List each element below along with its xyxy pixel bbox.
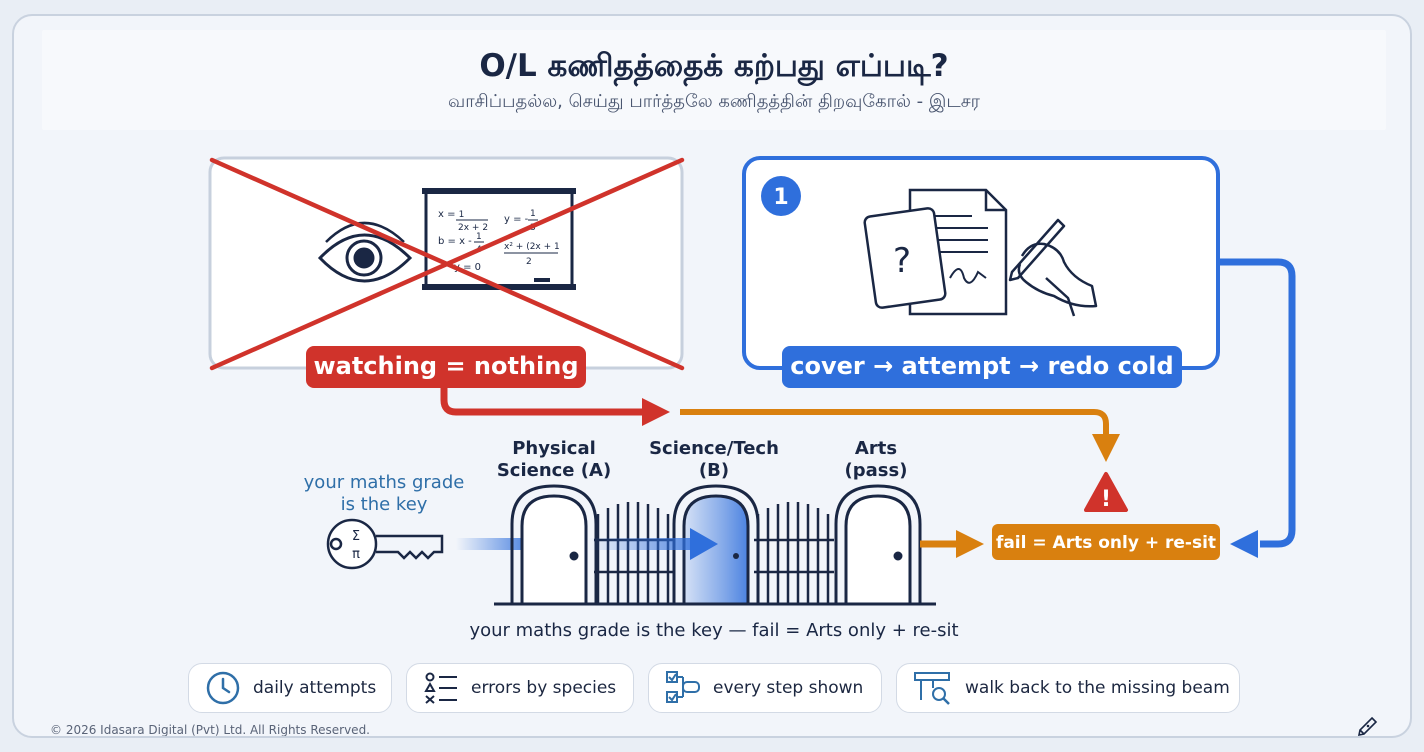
gate-c-label-line2: (pass) (845, 460, 908, 481)
copyright-text: © 2026 Idasara Digital (Pvt) Ltd. All Ri… (50, 723, 370, 737)
cross-out-icon (209, 157, 685, 371)
tip-daily-attempts: daily attempts (188, 663, 392, 713)
beam-search-icon (914, 672, 950, 705)
board-formula-2: y = - (504, 214, 529, 225)
key-icon (326, 518, 444, 570)
svg-text:π: π (352, 547, 360, 562)
diagram-canvas: x = 1 2x + 2 y = - 1 3 b = x - 1 4 x² + … (208, 156, 1296, 641)
step-number-badge (761, 176, 801, 216)
error-categories-icon (424, 672, 457, 704)
practice-panel: 1 ? cover (742, 156, 1220, 388)
gates-fence (494, 484, 936, 606)
tip-walk-back: walk back to the missing beam (896, 663, 1240, 713)
gate-c-label-line1: Arts (855, 438, 897, 459)
warning-icon: ! (1084, 472, 1128, 512)
blue-loop-arrow (1218, 258, 1296, 558)
svg-text:!: ! (1101, 487, 1111, 512)
eye-icon (317, 221, 413, 283)
red-flow-arrow (440, 388, 670, 426)
gate-a-label-line1: Physical (512, 438, 596, 459)
header-banner: O/L கணிதத்தைக் கற்பது எப்படி? வாசிப்பதல்… (42, 30, 1386, 130)
practice-badge (782, 346, 1182, 388)
svg-text:1: 1 (476, 232, 482, 242)
tip-errors-by-species: errors by species (406, 663, 634, 713)
tip-every-step-shown: every step shown (648, 663, 882, 713)
page-title: O/L கணிதத்தைக் கற்பது எப்படி? (479, 48, 949, 84)
arts-flow-arrow (920, 530, 984, 558)
gate-science-tech (672, 484, 760, 606)
gate-b-label-line1: Science/Tech (649, 438, 779, 459)
watching-badge-label: watching = nothing (313, 352, 578, 380)
pen-nib-icon (1357, 716, 1378, 736)
gate-b-flow-arrow (588, 528, 718, 560)
board-formula-5: y = 0 (454, 262, 481, 273)
tip-label: walk back to the missing beam (965, 678, 1230, 698)
orange-flow-arrow (680, 409, 1120, 462)
key-label-line1: your maths grade (304, 472, 465, 493)
step-number: 1 (773, 185, 788, 210)
gate-physical-science (510, 484, 598, 604)
tip-label: daily attempts (253, 678, 377, 698)
svg-text:2x + 2: 2x + 2 (458, 223, 488, 233)
key-label-line2: is the key (341, 494, 428, 515)
board-formula-4: x² + (2x + 1 (504, 242, 560, 252)
watching-panel: x = 1 2x + 2 y = - 1 3 b = x - 1 4 x² + … (208, 156, 685, 388)
board-formula-1: x = 1 (438, 209, 464, 220)
gate-b-label-line2: (B) (699, 460, 729, 481)
watching-badge (306, 346, 586, 388)
svg-text:2: 2 (526, 257, 532, 267)
gate-a-label-line2: Science (A) (497, 460, 611, 481)
gate-arts (834, 484, 922, 604)
clock-icon (206, 671, 240, 705)
writing-hand-icon (1008, 218, 1098, 317)
gates-caption: your maths grade is the key — fail = Art… (469, 620, 958, 641)
board-formula-3: b = x - (438, 236, 472, 247)
question-mark: ? (893, 241, 911, 281)
outcome-label: fail = Arts only + re-sit (996, 533, 1216, 553)
page-subtitle: வாசிப்பதல்ல, செய்து பார்த்தலே கணிதத்தின்… (448, 91, 980, 112)
infographic-card: O/L கணிதத்தைக் கற்பது எப்படி? வாசிப்பதல்… (12, 14, 1412, 738)
practice-badge-label: cover → attempt → redo cold (790, 352, 1173, 380)
tip-label: every step shown (713, 678, 864, 698)
svg-text:1: 1 (530, 209, 536, 219)
key-symbols: Σ (352, 529, 360, 544)
checklist-flow-icon (666, 671, 700, 703)
outcome-badge (992, 524, 1220, 560)
tip-label: errors by species (471, 678, 617, 698)
question-card-icon: ? (863, 207, 947, 309)
